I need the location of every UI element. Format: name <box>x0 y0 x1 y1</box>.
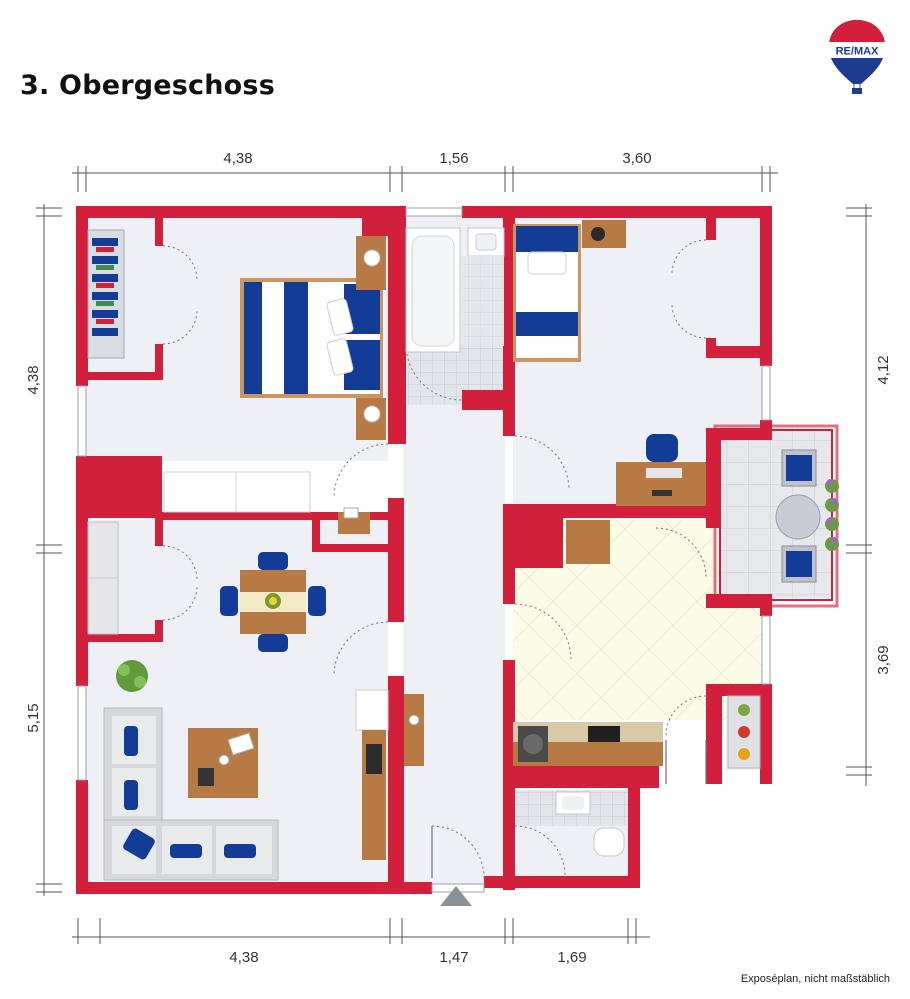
doors <box>162 239 707 879</box>
dim-top-1: 4,38 <box>223 150 252 167</box>
disclaimer-note: Exposéplan, nicht maßstäblich <box>740 973 890 985</box>
dimension-top <box>72 166 778 192</box>
dim-top-2: 1,56 <box>439 150 468 167</box>
dim-bottom-1: 4,38 <box>229 949 258 966</box>
dimension-left <box>36 204 62 896</box>
plant-icon <box>116 660 148 692</box>
kitchen-furniture <box>513 520 761 769</box>
plant-icon <box>825 479 839 551</box>
bedroom-2-furniture <box>513 220 706 506</box>
entrance-arrow-icon <box>440 886 472 906</box>
page-title: 3. Obergeschoss <box>20 70 275 101</box>
dim-top-3: 3,60 <box>622 150 651 167</box>
brand-text: RE/MAX <box>836 46 879 58</box>
dimension-bottom <box>72 918 650 944</box>
dim-bottom-2: 1,47 <box>439 949 468 966</box>
dim-bottom-3: 1,69 <box>557 949 586 966</box>
dim-left-2: 5,15 <box>25 703 42 732</box>
dim-right-2: 3,69 <box>875 645 892 674</box>
dimension-right <box>846 204 872 786</box>
remax-balloon-logo: RE/MAX <box>829 20 885 94</box>
dim-right-1: 4,12 <box>875 355 892 384</box>
door-leaves <box>431 740 707 878</box>
dim-left-1: 4,38 <box>25 365 42 394</box>
bedroom-1-furniture <box>87 229 386 440</box>
wc-furniture <box>555 791 625 857</box>
hall-furniture <box>163 471 424 860</box>
balcony <box>713 424 839 608</box>
walls <box>76 206 772 894</box>
living-furniture <box>87 521 326 881</box>
bathroom-furniture <box>405 227 505 353</box>
